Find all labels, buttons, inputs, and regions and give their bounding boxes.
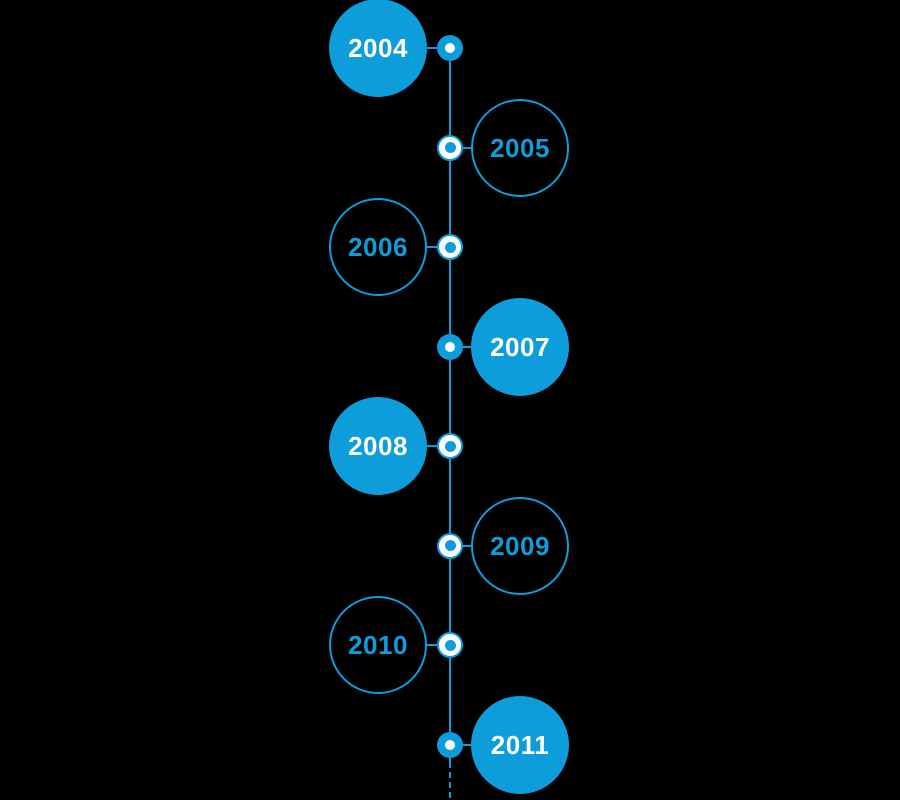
node-dot-icon [444,540,456,551]
year-label: 2006 [348,232,408,262]
year-circle-2004: 2004 [329,0,427,97]
year-circle-2008: 2008 [329,397,427,495]
year-label: 2010 [348,630,408,660]
node-dot-icon [444,639,456,651]
node-dot-icon [445,43,455,53]
year-circle-2007: 2007 [471,297,569,396]
year-label: 2004 [348,33,408,63]
year-circle-2010: 2010 [329,596,427,694]
timeline-node-2008 [437,433,463,459]
node-dot-icon [444,440,456,452]
timeline-node-2005 [437,134,463,161]
year-circle-2005: 2005 [471,98,569,197]
node-dot-icon [444,241,456,253]
node-dot-icon [445,341,455,352]
timeline-node-2004 [437,35,463,61]
year-circle-2006: 2006 [329,198,427,296]
node-dot-icon [444,142,456,153]
timeline-line [449,48,451,768]
year-circle-2009: 2009 [471,496,569,595]
year-label: 2005 [490,132,550,163]
timeline-node-2010 [437,632,463,658]
year-label: 2008 [348,431,408,461]
year-circle-2011: 2011 [471,695,569,794]
timeline-node-2011 [437,731,463,758]
timeline-line-dashed-tail [449,768,451,800]
timeline-node-2006 [437,234,463,260]
node-dot-icon [445,739,455,750]
year-label: 2009 [490,530,550,561]
year-label: 2011 [490,729,550,760]
timeline-node-2007 [437,333,463,360]
year-label: 2007 [490,331,550,362]
timeline-node-2009 [437,532,463,559]
